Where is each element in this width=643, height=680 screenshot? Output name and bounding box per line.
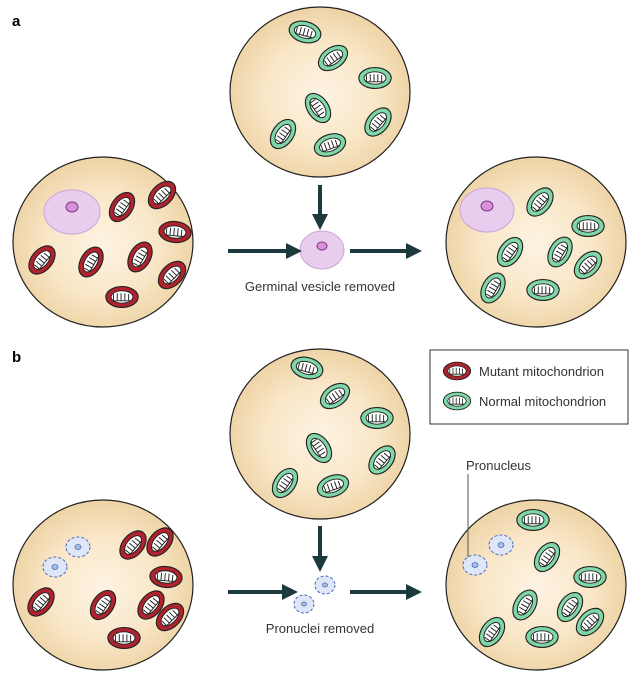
cell-b-result bbox=[445, 499, 627, 671]
caption-pronuclei-removed: Pronuclei removed bbox=[266, 621, 374, 636]
pronucleus-callout: Pronucleus bbox=[466, 458, 532, 557]
normal-mitochondrion bbox=[271, 467, 299, 499]
normal-mitochondrion bbox=[516, 508, 550, 532]
mutant-mitochondrion bbox=[105, 285, 139, 309]
mutant-mitochondrion bbox=[119, 530, 147, 560]
mutant-mitochondrion bbox=[108, 191, 136, 223]
normal-mitochondria-group bbox=[480, 187, 605, 304]
normal-mitochondrion bbox=[512, 589, 538, 621]
normal-mitochondrion bbox=[269, 118, 297, 150]
mutant-mitochondria-group bbox=[27, 527, 185, 650]
cell-a-mutant bbox=[12, 156, 194, 328]
nucleolus bbox=[65, 201, 79, 213]
mutant-mitochondria-group bbox=[28, 180, 192, 309]
label-pronucleus: Pronucleus bbox=[466, 458, 532, 473]
mutant-mitochondrion bbox=[127, 241, 153, 273]
normal-mitochondrion bbox=[290, 356, 324, 380]
normal-mitochondrion bbox=[316, 474, 350, 498]
pronuclei bbox=[42, 536, 91, 578]
cell-b-mutant bbox=[12, 499, 194, 671]
mutant-mitochondrion bbox=[107, 626, 141, 650]
mutant-mitochondrion bbox=[147, 180, 177, 210]
cell-b-donor bbox=[229, 348, 411, 520]
normal-mitochondrion bbox=[288, 20, 322, 44]
legend-normal-swatch bbox=[442, 391, 472, 411]
legend: Mutant mitochondrion Normal mitochondrio… bbox=[429, 349, 629, 425]
caption-germinal-vesicle-removed: Germinal vesicle removed bbox=[245, 279, 395, 294]
mutant-mitochondrion bbox=[157, 260, 187, 290]
arrows-b bbox=[228, 526, 422, 600]
normal-mitochondrion bbox=[556, 591, 584, 623]
normal-mitochondrion bbox=[478, 616, 506, 648]
germinal-vesicle bbox=[43, 189, 101, 235]
normal-mitochondrion bbox=[442, 391, 472, 411]
normal-mitochondrion bbox=[573, 250, 603, 280]
normal-mitochondrion bbox=[480, 272, 506, 304]
removed-germinal-vesicle bbox=[299, 230, 345, 270]
normal-mitochondrion bbox=[360, 406, 394, 430]
normal-mitochondrion bbox=[368, 445, 396, 475]
normal-mitochondrion bbox=[317, 44, 349, 72]
mutant-mitochondrion bbox=[137, 590, 165, 620]
normal-mitochondrion bbox=[573, 565, 607, 589]
normal-mitochondrion bbox=[547, 236, 573, 268]
mutant-mitochondrion bbox=[27, 587, 55, 617]
mutant-mitochondrion bbox=[155, 602, 185, 632]
normal-mitochondria-group bbox=[478, 508, 607, 649]
cell-a-donor bbox=[229, 6, 411, 178]
normal-mitochondrion bbox=[358, 66, 392, 90]
normal-mitochondrion bbox=[525, 625, 559, 649]
normal-mitochondrion bbox=[526, 278, 560, 302]
normal-mitochondrion bbox=[305, 432, 333, 464]
legend-mutant-swatch bbox=[442, 361, 472, 381]
legend-normal-label: Normal mitochondrion bbox=[479, 394, 606, 409]
mutant-mitochondrion bbox=[78, 246, 104, 278]
mutant-mitochondrion bbox=[158, 220, 192, 244]
normal-mitochondria-group bbox=[269, 20, 392, 157]
normal-mitochondrion bbox=[533, 541, 561, 573]
normal-mitochondrion bbox=[319, 382, 351, 410]
normal-mitochondrion bbox=[496, 236, 524, 268]
normal-mitochondrion bbox=[575, 607, 605, 637]
removed-pronuclei bbox=[293, 575, 336, 614]
normal-mitochondrion bbox=[313, 133, 347, 157]
nucleolus bbox=[480, 200, 494, 212]
normal-mitochondrion bbox=[304, 92, 332, 124]
arrows-a bbox=[228, 185, 422, 259]
mutant-mitochondrion bbox=[146, 527, 174, 557]
mutant-mitochondrion bbox=[28, 245, 56, 275]
legend-mutant-label: Mutant mitochondrion bbox=[479, 364, 604, 379]
mutant-mitochondrion bbox=[89, 589, 117, 621]
pronuclei bbox=[462, 534, 514, 576]
mutant-mitochondrion bbox=[149, 565, 183, 589]
normal-mitochondrion bbox=[364, 107, 392, 137]
normal-mitochondrion bbox=[571, 214, 605, 238]
mutant-mitochondrion bbox=[442, 361, 472, 381]
normal-mitochondria-group bbox=[271, 356, 396, 499]
normal-mitochondrion bbox=[526, 187, 554, 217]
panel-label-a: a bbox=[12, 13, 21, 30]
cell-a-result bbox=[445, 156, 627, 328]
panel-label-b: b bbox=[12, 349, 21, 366]
germinal-vesicle bbox=[459, 187, 515, 233]
